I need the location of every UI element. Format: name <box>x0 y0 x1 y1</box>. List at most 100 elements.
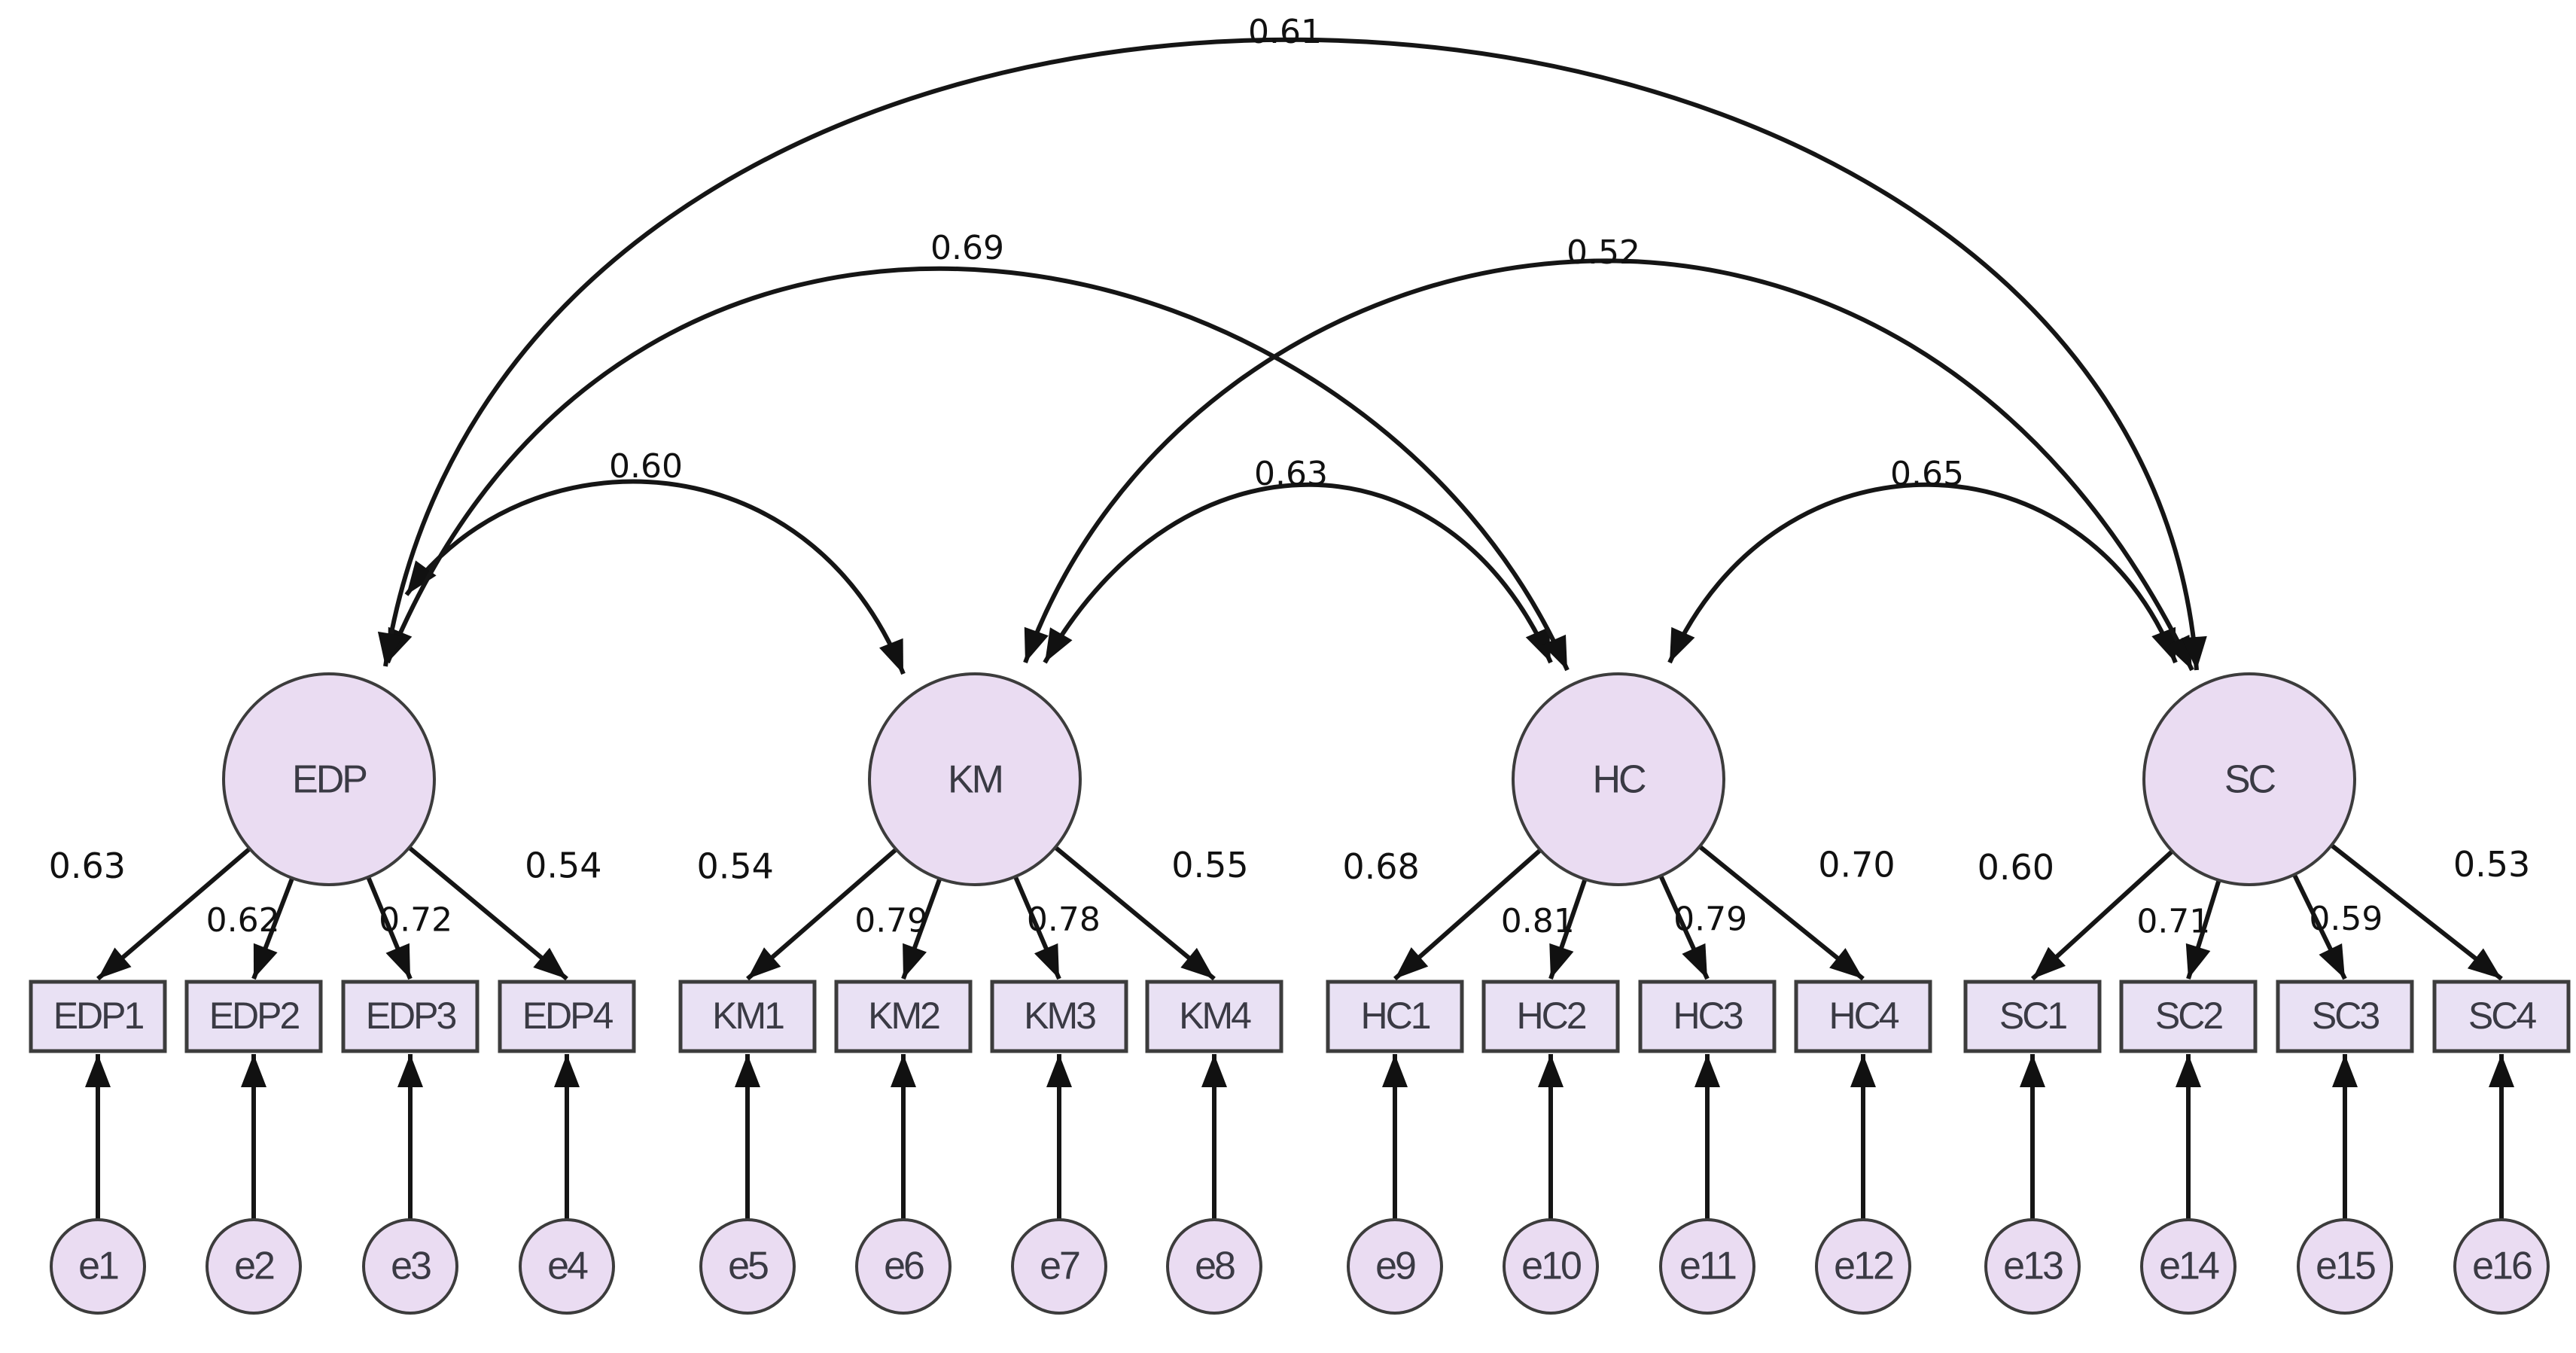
error-e5: e5 <box>699 1218 796 1315</box>
loading-edp-edp4-arrow <box>533 947 567 979</box>
indicator-hc1-label: HC1 <box>1360 995 1430 1037</box>
correlation-edp-km-arc <box>404 479 906 675</box>
loading-sc-sc1-arrow <box>2032 946 2066 979</box>
indicator-edp4: EDP4 <box>498 980 636 1053</box>
latent-hc-circle <box>1512 672 1725 886</box>
loading-edp-edp4-value: 0.54 <box>525 845 601 885</box>
error-e16: e16 <box>2453 1218 2550 1315</box>
indicator-sc4-label: SC4 <box>2468 995 2536 1037</box>
error-e3-label: e3 <box>391 1245 431 1288</box>
indicator-km4-box <box>1145 980 1283 1053</box>
indicator-hc1: HC1 <box>1326 980 1464 1053</box>
loading-sc-sc2-value: 0.71 <box>2136 903 2210 941</box>
error-e12: e12 <box>1815 1218 1911 1315</box>
error-e14-circle <box>2140 1218 2236 1315</box>
indicator-edp2-box <box>184 980 323 1053</box>
error-e11-label: e11 <box>1679 1245 1736 1288</box>
loading-km-km3-arrow <box>1034 943 1059 979</box>
error-e4-circle <box>519 1218 615 1315</box>
loading-hc-hc4-arrow <box>1829 948 1863 979</box>
error-e8: e8 <box>1166 1218 1262 1315</box>
error-e16-label: e16 <box>2472 1245 2532 1288</box>
loading-km-km1-value: 0.54 <box>697 846 774 887</box>
correlation-hc-sc-arrow-end <box>2151 626 2176 663</box>
correlation-edp-km-arrow-end <box>879 638 903 674</box>
indicator-km1-box <box>678 980 817 1053</box>
indicator-sc4-box <box>2432 980 2571 1053</box>
error-e14-label: e14 <box>2159 1245 2219 1288</box>
error-e13-to-sc1-arrow <box>2020 1054 2045 1087</box>
error-e7: e7 <box>1011 1218 1107 1315</box>
error-e15-label: e15 <box>2316 1245 2375 1288</box>
indicator-hc2: HC2 <box>1481 980 1620 1053</box>
error-e10-label: e10 <box>1521 1245 1581 1288</box>
error-e3-circle <box>362 1218 458 1315</box>
correlation-edp-sc-arrow-start <box>377 631 403 666</box>
latent-hc-label: HC <box>1592 758 1646 802</box>
indicator-km1-label: KM1 <box>712 995 784 1037</box>
loading-km-km4-path <box>1053 846 1216 981</box>
latent-edp: EDP <box>222 672 436 886</box>
correlation-edp-sc-arc <box>383 37 2199 671</box>
loading-edp-edp1-path <box>96 846 251 981</box>
indicator-sc2-box <box>2119 980 2258 1053</box>
error-e2-label: e2 <box>234 1245 274 1288</box>
loading-sc-sc4-arrow <box>2467 948 2501 979</box>
error-e7-circle <box>1011 1218 1107 1315</box>
indicator-km3-label: KM3 <box>1024 995 1095 1037</box>
error-e11: e11 <box>1659 1218 1755 1315</box>
loading-sc-sc3-arrow <box>2319 943 2345 979</box>
error-e7-to-km3-arrow <box>1046 1054 1072 1087</box>
loading-edp-edp2-value: 0.62 <box>206 901 280 940</box>
correlation-edp-km-value: 0.60 <box>609 447 683 486</box>
indicator-sc2-label: SC2 <box>2155 995 2222 1037</box>
loading-hc-hc4-path <box>1698 844 1865 981</box>
indicator-hc3-box <box>1638 980 1777 1053</box>
indicator-km2-label: KM2 <box>868 995 939 1037</box>
loading-hc-hc1-arrow <box>1395 947 1429 979</box>
correlation-km-hc-value: 0.63 <box>1254 455 1328 493</box>
indicator-hc3-label: HC3 <box>1673 995 1742 1037</box>
indicator-km1: KM1 <box>678 980 817 1053</box>
loading-km-km2-arrow <box>903 943 927 979</box>
error-e1: e1 <box>50 1218 146 1315</box>
correlation-edp-sc-value: 0.61 <box>1248 13 1322 51</box>
correlation-hc-sc-arc <box>1667 482 2178 664</box>
loading-hc-hc1-value: 0.68 <box>1342 846 1419 887</box>
loading-edp-edp1-value: 0.63 <box>49 846 126 886</box>
indicator-edp1-label: EDP1 <box>53 995 144 1037</box>
error-e6: e6 <box>855 1218 952 1315</box>
correlation-km-hc-arc <box>1043 482 1553 664</box>
error-e11-to-hc3-arrow <box>1694 1054 1720 1087</box>
indicator-hc4-label: HC4 <box>1828 995 1899 1037</box>
loading-hc-hc2-arrow <box>1549 943 1574 979</box>
error-e1-label: e1 <box>78 1245 118 1288</box>
loading-sc-sc3-value: 0.59 <box>2309 900 2383 938</box>
indicator-edp3: EDP3 <box>341 980 480 1053</box>
error-e9-to-hc1-arrow <box>1382 1054 1408 1087</box>
loading-sc-sc1-value: 0.60 <box>1978 847 2054 888</box>
indicator-hc4: HC4 <box>1794 980 1932 1053</box>
latent-hc: HC <box>1512 672 1725 886</box>
error-e5-label: e5 <box>728 1245 768 1288</box>
error-e4: e4 <box>519 1218 615 1315</box>
latent-sc-circle <box>2142 672 2356 886</box>
indicator-hc3: HC3 <box>1638 980 1777 1053</box>
indicator-edp3-label: EDP3 <box>366 995 456 1037</box>
indicator-sc1-label: SC1 <box>1999 995 2066 1037</box>
correlation-edp-hc-arc <box>385 266 1570 672</box>
error-e12-circle <box>1815 1218 1911 1315</box>
indicator-edp2-label: EDP2 <box>209 995 300 1037</box>
indicator-km4: KM4 <box>1145 980 1283 1053</box>
loading-edp-edp3-value: 0.72 <box>379 900 452 939</box>
error-e8-to-km4-arrow <box>1201 1054 1227 1087</box>
error-e7-label: e7 <box>1040 1245 1079 1288</box>
correlation-edp-km-arrow-start <box>406 560 437 595</box>
correlation-km-sc-arc <box>1023 258 2194 672</box>
loading-edp-edp4-path <box>407 846 568 981</box>
loading-edp-edp3-arrow <box>385 943 410 979</box>
indicator-hc4-box <box>1794 980 1932 1053</box>
error-e1-to-edp1-arrow <box>85 1054 111 1087</box>
error-e14: e14 <box>2140 1218 2236 1315</box>
loading-km-km4-value: 0.55 <box>1171 845 1248 885</box>
